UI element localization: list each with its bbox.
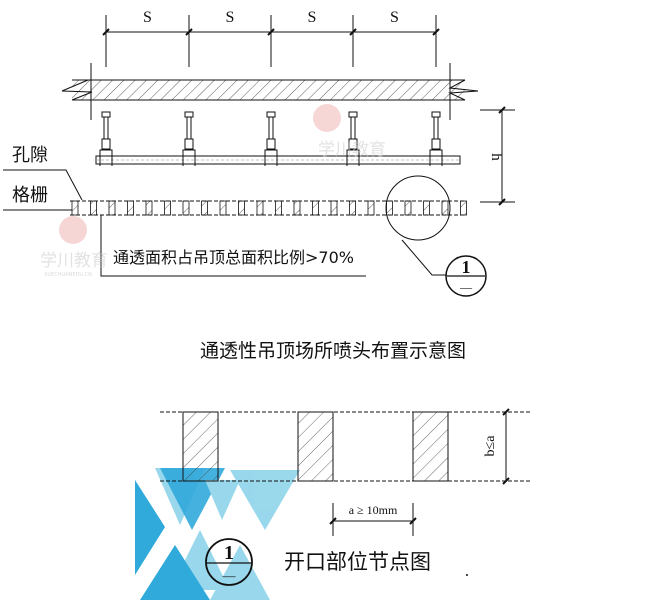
dimension-tick <box>267 28 275 36</box>
dot <box>466 574 468 576</box>
svg-text:1: 1 <box>462 257 471 277</box>
grille-bar <box>367 200 375 216</box>
sprinkler-head <box>264 111 278 166</box>
note-leader <box>100 215 366 277</box>
dimension-tick <box>102 28 110 36</box>
grille <box>70 200 467 216</box>
grille-bar <box>127 200 134 216</box>
dimension-tick <box>349 28 357 36</box>
detail-caption: 开口部位节点图 <box>284 550 431 574</box>
svg-text:XUECHUANEDU.CN: XUECHUANEDU.CN <box>44 272 92 278</box>
b-dimension-label: b≤a <box>483 435 498 457</box>
diagram-title: 通透性吊顶场所喷头布置示意图 <box>200 340 466 362</box>
grille-bar <box>182 200 190 216</box>
height-label: h <box>488 153 504 161</box>
a-dimension-label: a ≥ 10mm <box>349 503 398 517</box>
sprinkler-head <box>182 111 196 166</box>
watermark-triangles <box>135 468 300 600</box>
grille-bar <box>219 200 227 216</box>
grille-bar <box>460 200 467 216</box>
grille-bar <box>182 411 219 482</box>
sprinkler-pipe <box>95 155 461 165</box>
sprinkler-head <box>99 111 113 166</box>
grille-bar <box>293 200 301 216</box>
svg-text:—: — <box>222 568 237 583</box>
a-dimension <box>329 503 417 536</box>
watermark-logo: 学川教育 学川教育 XUECHUANEDU.CN <box>40 104 386 278</box>
grille-bar <box>349 200 356 216</box>
grille-bar <box>145 200 153 216</box>
grille-bar <box>412 411 449 482</box>
grille-bar <box>423 200 430 216</box>
grille-bar <box>404 200 412 216</box>
gap-leader <box>3 169 83 201</box>
detail-callout-leader <box>401 239 447 276</box>
dimension-tick <box>185 28 193 36</box>
detail-grille <box>160 411 532 482</box>
ceiling-slab <box>61 63 479 120</box>
sprinkler-head <box>429 111 443 166</box>
spacing-dimension <box>102 15 440 67</box>
dimension-tick <box>432 28 440 36</box>
grille-label: 格栅 <box>12 185 48 206</box>
grille-bar <box>90 200 97 216</box>
detail-caption-symbol: 1 — <box>205 538 253 586</box>
gap-label: 孔隙 <box>12 145 48 166</box>
spacing-label: S <box>143 9 152 26</box>
grille-bar <box>330 200 338 216</box>
sprinkler-head <box>346 111 360 166</box>
spacing-label: S <box>226 9 235 26</box>
svg-text:学川教育: 学川教育 <box>318 140 386 160</box>
grille-bar <box>164 200 171 216</box>
svg-text:1: 1 <box>224 542 234 564</box>
svg-text:学川教育: 学川教育 <box>40 251 108 271</box>
grille-bar <box>297 411 334 482</box>
detail-ref-symbol: 1 — <box>445 255 487 297</box>
spacing-label: S <box>390 9 399 26</box>
spacing-label: S <box>308 9 317 26</box>
grille-bar <box>275 200 282 216</box>
ventilation-ratio-note: 通透面积占吊顶总面积比例>70% <box>113 248 354 267</box>
grille-bar <box>108 200 116 216</box>
height-dimension <box>480 106 515 206</box>
b-dimension <box>502 408 510 485</box>
grille-bar <box>312 200 319 216</box>
grille-bar <box>386 200 393 216</box>
grille-bar <box>238 200 245 216</box>
grille-bar <box>201 200 208 216</box>
grille-bar <box>256 200 264 216</box>
detail-callout-circle <box>385 175 451 241</box>
svg-text:—: — <box>459 280 473 294</box>
grille-bar <box>71 200 79 216</box>
grille-bar <box>441 200 449 216</box>
